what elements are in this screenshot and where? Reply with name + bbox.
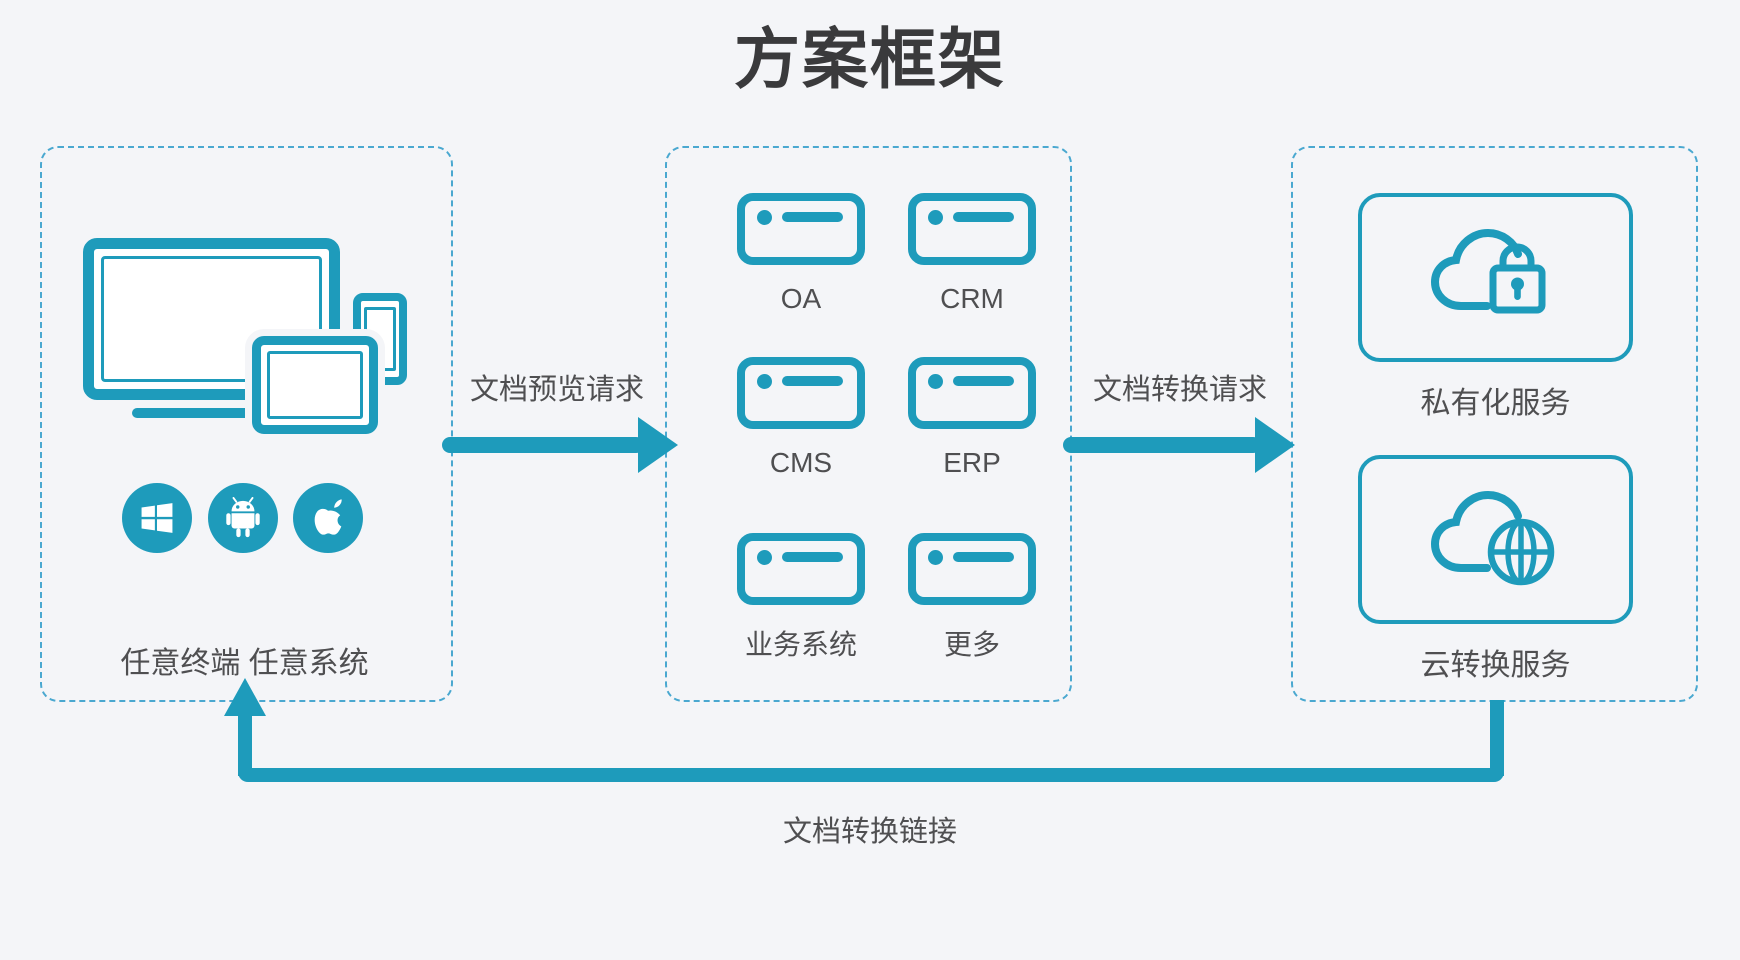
- card-bar: [782, 376, 843, 386]
- system-label: ERP: [943, 447, 1001, 478]
- tablet-screen: [267, 351, 363, 419]
- system-item-cms: CMS: [737, 357, 865, 479]
- arrow-convert-request: [1063, 437, 1261, 453]
- system-label: OA: [780, 283, 822, 314]
- windows-icon: [122, 483, 192, 553]
- arrow-preview-request: [442, 437, 644, 453]
- card-dot: [757, 374, 772, 389]
- window-card-icon: [908, 357, 1036, 429]
- service-card: [1358, 455, 1633, 624]
- card-bar: [782, 552, 843, 562]
- card-bar: [953, 552, 1014, 562]
- cloud-lock-icon: [1430, 228, 1545, 313]
- service-card: [1358, 193, 1633, 362]
- card-dot: [757, 210, 772, 225]
- system-item-business: 业务系统: [737, 533, 865, 663]
- arrow-label-preview-request: 文档预览请求: [469, 374, 644, 406]
- arrow-label-convert-request: 文档转换请求: [1092, 374, 1267, 406]
- window-card-icon: [908, 193, 1036, 265]
- service-private: 私有化服务: [1358, 193, 1633, 422]
- apple-icon: [293, 483, 363, 553]
- system-item-crm: CRM: [908, 193, 1036, 315]
- card-bar: [953, 376, 1014, 386]
- arrow-label-convert-link: 文档转换链接: [782, 816, 957, 848]
- tablet-icon: [252, 336, 378, 434]
- android-icon: [208, 483, 278, 553]
- window-card-icon: [737, 193, 865, 265]
- return-line-horizontal: [238, 768, 1504, 782]
- monitor-base: [132, 408, 257, 418]
- return-line-vertical-right: [1490, 700, 1504, 776]
- system-label: 更多: [943, 629, 1000, 660]
- card-dot: [928, 550, 943, 565]
- system-label: 业务系统: [744, 629, 857, 660]
- system-item-oa: OA: [737, 193, 865, 315]
- service-label: 私有化服务: [1420, 387, 1571, 420]
- system-label: CRM: [940, 283, 1004, 314]
- arrowhead-up-icon: [224, 678, 266, 716]
- card-bar: [782, 212, 843, 222]
- card-dot: [757, 550, 772, 565]
- system-item-erp: ERP: [908, 357, 1036, 479]
- arrowhead-right-icon: [1255, 417, 1295, 473]
- window-card-icon: [737, 357, 865, 429]
- system-label: CMS: [769, 447, 833, 478]
- cloud-globe-icon: [1430, 490, 1554, 585]
- page-title: 方案框架: [734, 22, 1006, 96]
- terminals-caption: 任意终端 任意系统: [120, 647, 369, 680]
- card-dot: [928, 210, 943, 225]
- terminals-box: [40, 146, 453, 702]
- window-card-icon: [908, 533, 1036, 605]
- service-cloud-convert: 云转换服务: [1358, 455, 1633, 684]
- system-item-more: 更多: [908, 533, 1036, 663]
- card-bar: [953, 212, 1014, 222]
- card-dot: [928, 374, 943, 389]
- service-label: 云转换服务: [1420, 649, 1571, 682]
- window-card-icon: [737, 533, 865, 605]
- return-line-vertical-left: [238, 712, 252, 776]
- monitor-icon: [83, 238, 340, 400]
- arrowhead-right-icon: [638, 417, 678, 473]
